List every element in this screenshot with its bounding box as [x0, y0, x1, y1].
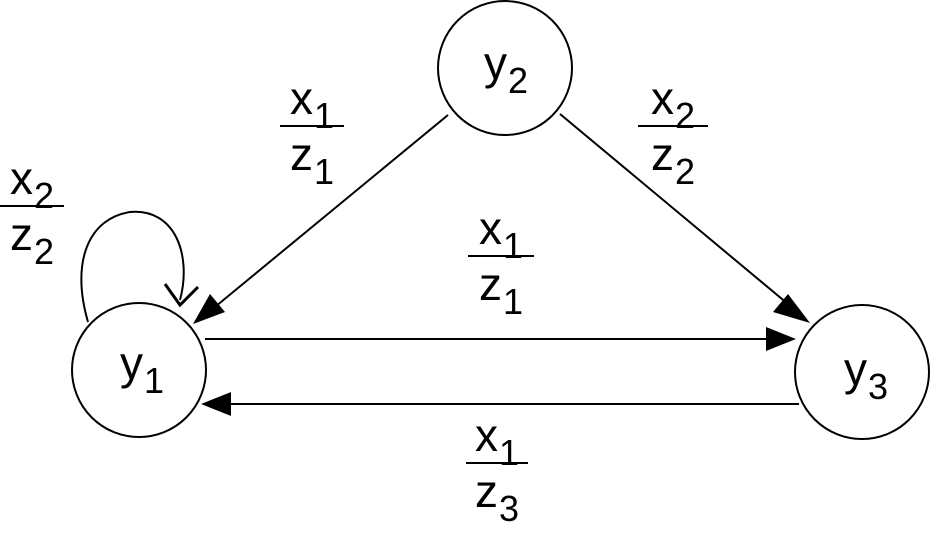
edge-label-y1-self-loop: x2 z2: [0, 152, 64, 272]
fraction-bar: [280, 125, 344, 127]
edge-label-y1-self-loop-output: z2: [9, 208, 55, 272]
edge-label-y1-y3: x1 z1: [468, 202, 534, 322]
state-label-y3-main: y: [844, 343, 867, 395]
state-circle-y2: [437, 0, 573, 136]
state-circle-y3: [794, 304, 930, 440]
edge-label-y2-y3-output: z2: [650, 128, 696, 192]
arrowhead-y1-self-loop: [163, 283, 200, 308]
state-label-y2-sub: 2: [508, 60, 529, 101]
state-circle-y1: [71, 302, 207, 438]
arrowhead-y2-y1: [193, 294, 225, 324]
state-label-y2: y2: [484, 37, 528, 99]
fraction-bar: [466, 462, 528, 464]
edge-label-y1-y3-input: x1: [478, 202, 524, 266]
state-label-y2-main: y: [484, 37, 507, 89]
edge-label-y2-y1-input: x1: [289, 72, 335, 136]
fraction-bar: [468, 255, 534, 257]
edge-label-y1-y3-output: z1: [478, 258, 524, 322]
fraction-bar: [0, 205, 64, 207]
arrowhead-y2-y3: [773, 294, 810, 323]
edge-label-y3-y1: x1 z3: [466, 409, 528, 529]
state-label-y1-main: y: [120, 337, 143, 389]
state-label-y3-sub: 3: [868, 366, 889, 407]
edge-y1-self-loop: [80, 210, 185, 323]
fraction-bar: [638, 125, 708, 127]
edge-label-y3-y1-input: x1: [474, 409, 520, 473]
edge-label-y2-y3-input: x2: [650, 72, 696, 136]
edge-label-y1-self-loop-input: x2: [9, 152, 55, 216]
edge-y2-y3: [559, 113, 801, 315]
state-label-y1: y1: [120, 337, 164, 399]
edge-label-y3-y1-output: z3: [474, 465, 520, 529]
edge-label-y2-y1-output: z1: [289, 128, 335, 192]
edge-label-y2-y3: x2 z2: [638, 72, 708, 192]
arrowhead-y3-y1: [201, 392, 231, 416]
arrowhead-y1-y3: [766, 327, 796, 351]
state-label-y1-sub: 1: [144, 360, 165, 401]
edge-y2-y1: [203, 114, 449, 317]
edge-label-y2-y1: x1 z1: [280, 72, 344, 192]
state-label-y3: y3: [844, 343, 888, 405]
